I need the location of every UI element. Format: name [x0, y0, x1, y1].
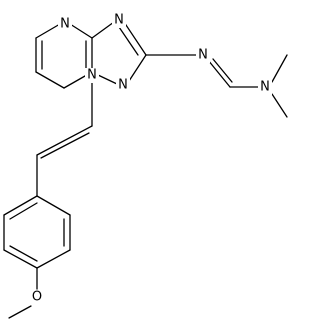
bond — [69, 23, 93, 39]
atom-o-methoxy: O — [32, 290, 42, 305]
chemical-structure-diagram: N N N N N N O — [3, 13, 288, 319]
bond — [35, 23, 61, 39]
bond — [8, 305, 32, 319]
formamidine-chain — [145, 54, 288, 118]
bond — [3, 249, 38, 269]
bond — [35, 71, 65, 89]
methoxy-group — [8, 267, 38, 319]
bond — [3, 195, 38, 216]
bond — [40, 132, 90, 159]
bond — [118, 26, 139, 56]
bond — [128, 54, 147, 82]
bond — [36, 249, 71, 269]
atom-n-triazole-top: N — [114, 13, 124, 28]
bond — [97, 74, 118, 85]
bond — [9, 202, 38, 220]
bond — [9, 245, 38, 262]
benzene-ring — [3, 195, 71, 269]
bond — [36, 195, 71, 216]
bond — [212, 58, 233, 83]
atom-n-pyrimidine-top: N — [60, 17, 70, 32]
bond — [91, 21, 115, 39]
atom-n-bridgehead: N — [87, 68, 97, 83]
atom-n-imine: N — [198, 48, 208, 63]
atom-n-dimethylamino: N — [260, 80, 270, 95]
atom-labels: N N N N N N O — [30, 13, 272, 305]
bond — [271, 54, 288, 83]
bond — [123, 21, 147, 56]
bond — [36, 125, 93, 156]
triazole-ring — [91, 21, 147, 85]
bond — [207, 59, 231, 88]
vinyl-linker — [36, 71, 93, 197]
bond — [271, 93, 288, 118]
atom-n-triazole-bottom: N — [118, 78, 128, 93]
pyrimidine-ring — [35, 23, 93, 89]
